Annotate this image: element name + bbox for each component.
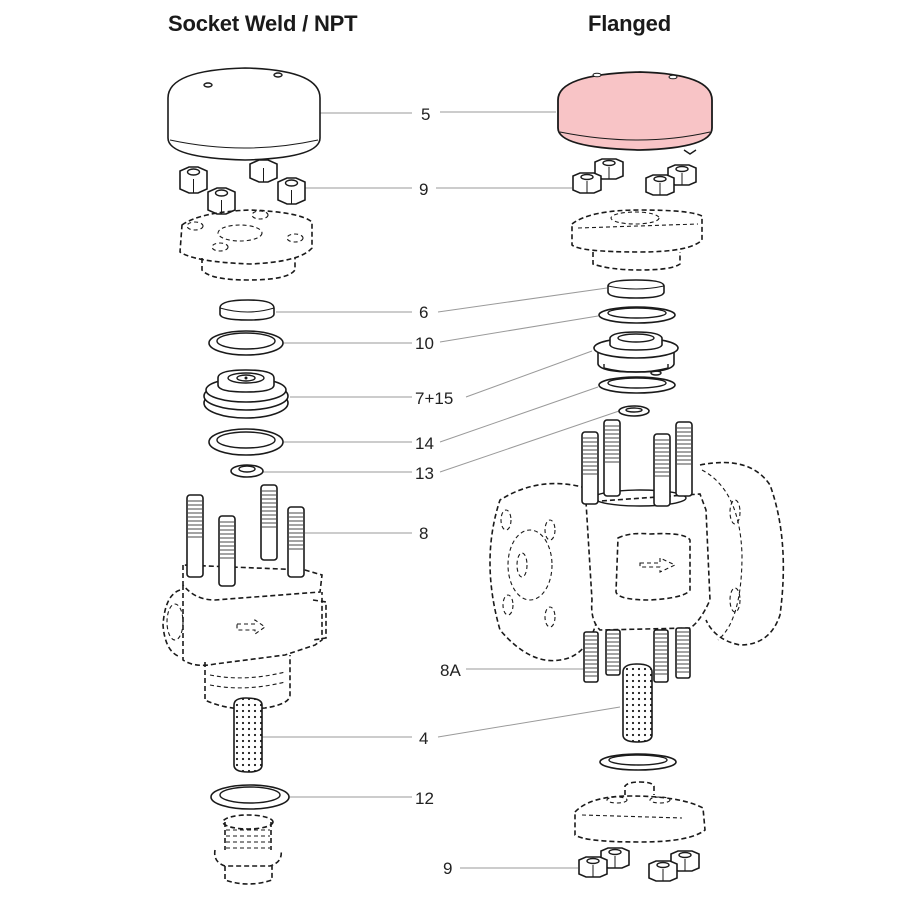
callout-4: 4 [419, 729, 429, 748]
flanged-title: Flanged [588, 11, 671, 36]
disc-6-right [607, 279, 665, 299]
bottom-cover-right [574, 781, 706, 843]
cap-5-right-highlighted [557, 71, 713, 155]
callout-7-15: 7+15 [415, 389, 454, 408]
nuts-9-left [179, 159, 306, 215]
socket-weld-npt-title: Socket Weld / NPT [168, 11, 358, 36]
callout-9-bottom: 9 [443, 859, 453, 878]
cover-flange-left [179, 209, 313, 281]
cap-5-left [167, 67, 321, 161]
disc-6-left [219, 299, 275, 321]
leader-6-right [437, 287, 608, 313]
leader-13-right [439, 409, 623, 473]
piston-7-15-right [593, 331, 679, 376]
studs-8-left [186, 484, 305, 587]
callout-8A: 8A [440, 661, 461, 680]
leader-lines [258, 111, 623, 869]
plug-left [213, 814, 283, 885]
gasket-14-right [598, 376, 676, 394]
leader-7-15-right [465, 350, 593, 398]
gasket-10-right [598, 306, 676, 324]
callout-13: 13 [415, 464, 434, 483]
leader-10-right [439, 315, 599, 343]
callout-6: 6 [419, 303, 429, 322]
washer-13-right [618, 405, 650, 417]
callout-8: 8 [419, 524, 429, 543]
gasket-bottom-right [599, 753, 677, 771]
studs-8A-right [583, 627, 691, 683]
callout-5: 5 [421, 105, 431, 124]
gasket-12-left [210, 784, 290, 810]
gasket-10-left [208, 330, 284, 356]
studs-8-right [581, 419, 693, 507]
nuts-9-right-bottom [578, 847, 700, 882]
body-socket-weld-left [162, 564, 327, 710]
callout-10: 10 [415, 334, 434, 353]
screen-4-right [622, 663, 653, 743]
leader-4-right [437, 706, 621, 738]
body-flanged [489, 461, 785, 662]
piston-7-15-left [203, 369, 289, 419]
callout-12: 12 [415, 789, 434, 808]
callout-9-top: 9 [419, 180, 429, 199]
gasket-14-left [208, 428, 284, 456]
callout-14: 14 [415, 434, 434, 453]
nuts-9-right-top [572, 158, 697, 196]
screen-4-left [233, 697, 263, 773]
washer-13-left [230, 464, 264, 478]
leader-14-right [439, 386, 599, 443]
cover-flange-right [571, 209, 703, 271]
